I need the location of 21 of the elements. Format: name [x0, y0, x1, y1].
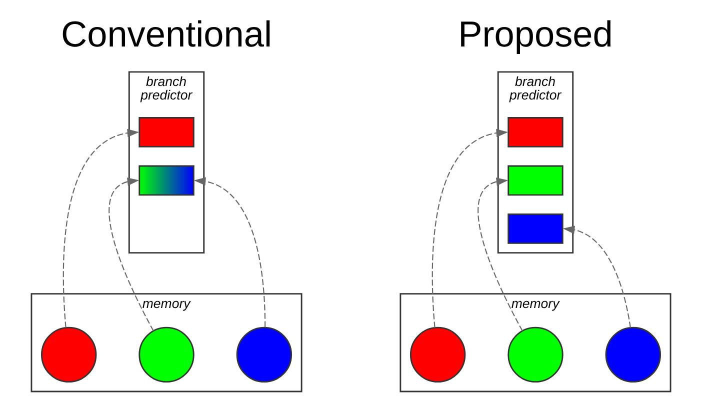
label: Conventional — [60, 14, 272, 55]
node-box — [508, 214, 564, 244]
node-circle — [236, 326, 292, 383]
node-circle — [138, 326, 194, 383]
node-box — [138, 117, 194, 148]
cluster: memory — [400, 293, 672, 392]
arrow — [62, 128, 140, 328]
node-box — [508, 117, 564, 148]
node-box — [508, 165, 564, 196]
node-circle — [605, 326, 661, 383]
node-circle — [41, 326, 97, 383]
node-circle — [508, 326, 564, 383]
arrow — [108, 178, 154, 332]
label: Proposed — [458, 14, 613, 55]
cluster: memory — [30, 293, 302, 392]
node-box — [138, 165, 194, 196]
node-circle — [410, 326, 466, 383]
arrow — [194, 177, 266, 328]
arrow — [562, 226, 631, 328]
arrow — [478, 178, 523, 332]
arrow — [432, 128, 508, 328]
